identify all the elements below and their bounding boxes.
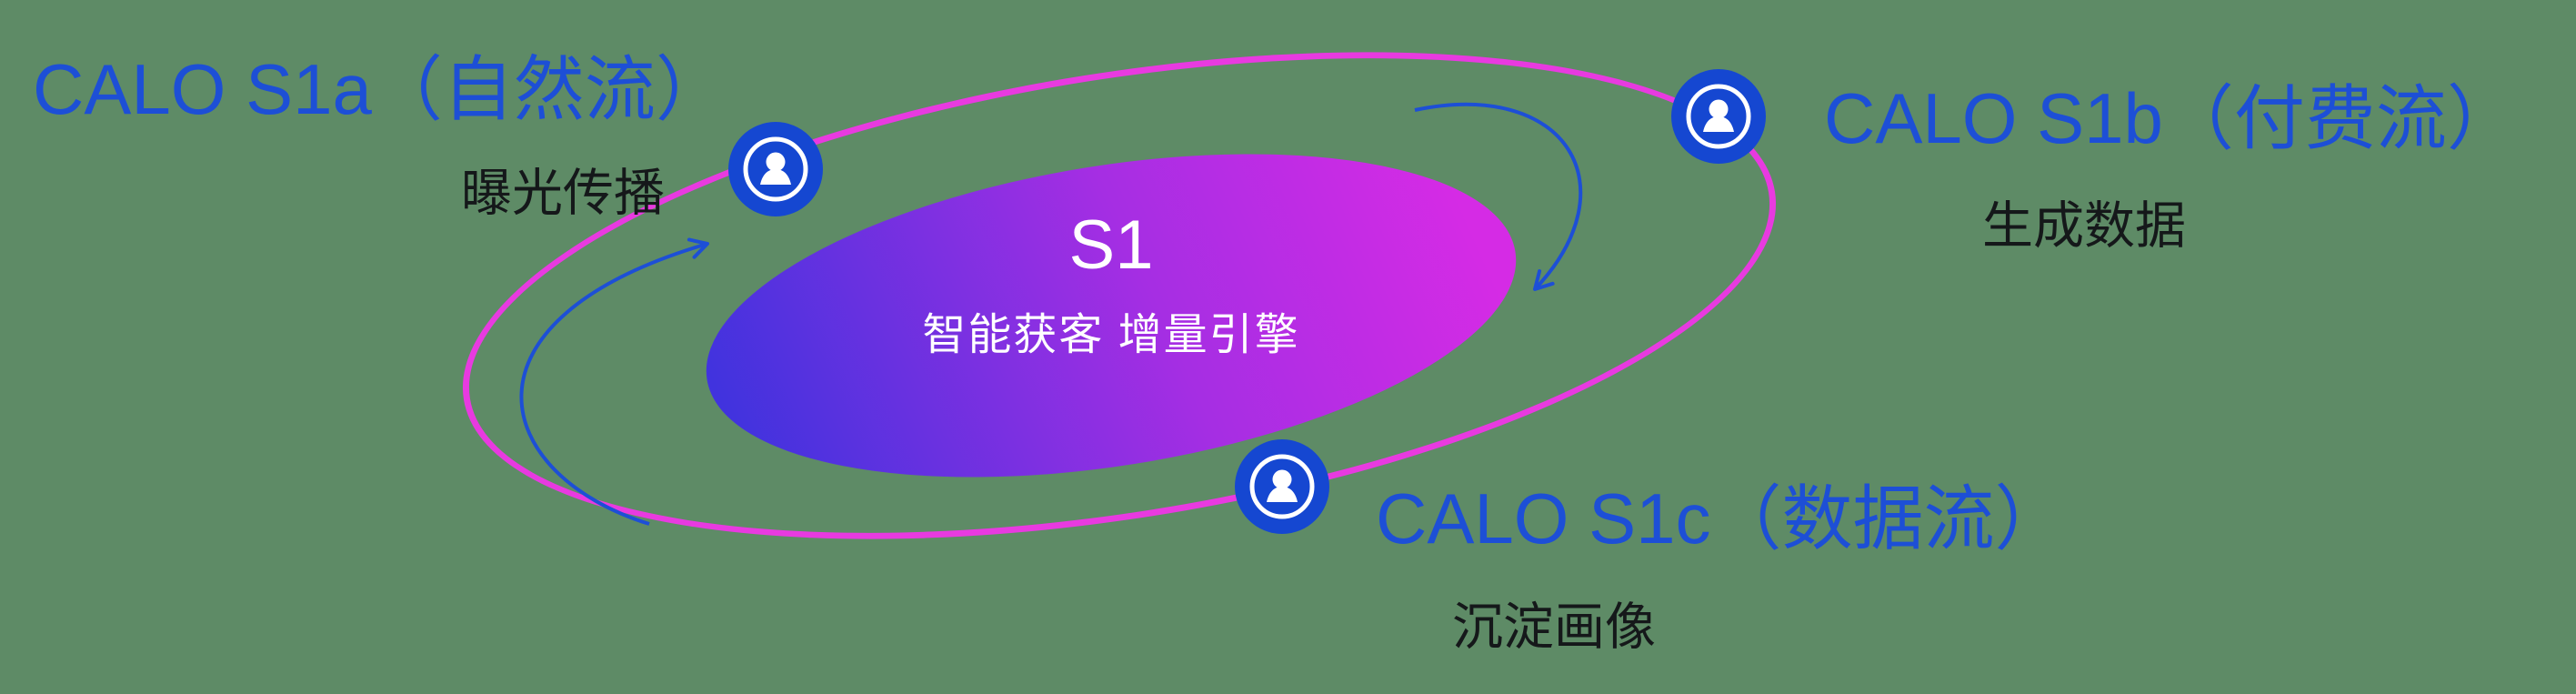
right-flow-arrow [1414, 102, 1583, 291]
user-circle-icon-s1c [1235, 439, 1329, 534]
node-title-s1c: CALO S1c（数据流） [1376, 478, 2066, 558]
node-subtitle-s1b: 生成数据 [1982, 196, 2186, 255]
left-flow-arrow [519, 237, 709, 526]
node-subtitle-s1c: 沉淀画像 [1452, 598, 1656, 656]
core-title: S1 [1068, 206, 1154, 284]
core-subtitle: 智能获客 增量引擎 [922, 310, 1300, 359]
core-label: S1 智能获客 增量引擎 [838, 207, 1384, 362]
node-subtitle-s1a: 曝光传播 [461, 164, 665, 222]
user-circle-icon-s1a [728, 122, 823, 216]
node-title-s1b: CALO S1b（付费流） [1824, 78, 2518, 158]
user-circle-icon-s1b [1671, 69, 1766, 164]
node-title-s1a: CALO S1a（自然流） [33, 49, 727, 129]
